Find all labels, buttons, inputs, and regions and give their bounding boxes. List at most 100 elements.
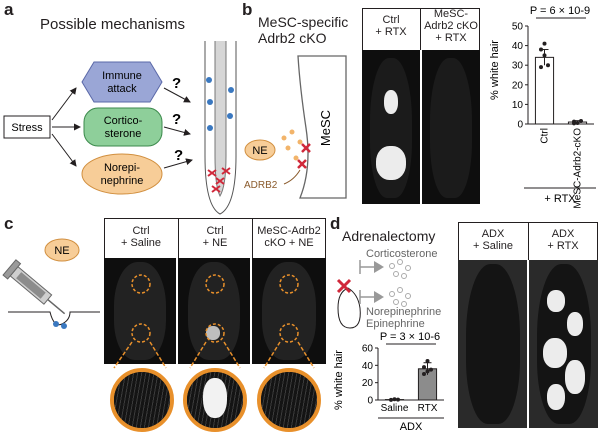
- molecule-cluster: [389, 259, 411, 307]
- label-line: cKO + NE: [264, 237, 314, 249]
- arrow-immune-follicle: [163, 87, 191, 103]
- x-tick-label: Ctrl: [540, 128, 551, 144]
- zoom-circle-cko: [257, 368, 321, 432]
- question-mark-1: ?: [172, 75, 181, 92]
- mesc-dot: [227, 113, 233, 119]
- data-point: [542, 41, 547, 46]
- white-hair-patch: [547, 290, 565, 312]
- y-tick-label: 20: [362, 378, 374, 389]
- data-point: [429, 367, 433, 372]
- zoom-circle-saline: [110, 368, 174, 432]
- ne-molecule: [285, 145, 291, 151]
- data-point: [389, 397, 393, 402]
- photo-ctrl-ne: [178, 258, 250, 364]
- mesc-dot: [207, 99, 213, 105]
- hair-texture: [261, 372, 317, 428]
- depleted-cells-marks: [207, 167, 231, 193]
- label-line: MeSC-: [433, 8, 469, 20]
- receptor-knockout-marks: [297, 143, 311, 169]
- bar: [534, 56, 555, 125]
- x-tick-label: MeSC-Adrb2-cKO: [573, 128, 584, 209]
- data-point: [546, 63, 550, 68]
- chart-b: % white hair P = 6 × 10-9 01020304050Ctr…: [489, 5, 596, 209]
- removal-x-mark: [336, 278, 352, 294]
- photo-adx-saline: [458, 260, 527, 428]
- white-hair-patch: [376, 146, 406, 180]
- y-tick-label: 50: [512, 22, 524, 33]
- chart-b-pvalue: P = 6 × 10-9: [530, 5, 590, 17]
- panel-letter-a: a: [4, 0, 14, 19]
- data-point: [396, 397, 400, 402]
- question-mark-3: ?: [174, 147, 183, 164]
- photo-b-label-divider: [420, 8, 421, 50]
- zoom-circle-ne: [183, 368, 247, 432]
- corticosterone-shape: [83, 107, 163, 147]
- photo-b-label-frame: [362, 8, 480, 50]
- photo-c3-label: MeSC-Adrb2 cKO + NE: [252, 225, 326, 249]
- label-line: Ctrl: [382, 14, 400, 26]
- photo-d2-label: ADX + RTX: [528, 228, 598, 252]
- y-tick-label: 10: [512, 100, 524, 111]
- label-line: Ctrl: [206, 225, 224, 237]
- photo-d1-label: ADX + Saline: [458, 228, 528, 252]
- data-point: [579, 119, 583, 124]
- cort-label-2: sterone: [105, 128, 142, 140]
- norepinephrine-label: Norepinephrine: [366, 306, 442, 318]
- y-tick-label: 40: [512, 41, 524, 52]
- ne-label: NE: [252, 145, 267, 157]
- zoom-line: [263, 341, 281, 369]
- data-point: [575, 121, 580, 126]
- y-tick-label: 60: [362, 344, 374, 355]
- photo-c1-label: Ctrl + Saline: [104, 225, 178, 249]
- zoom-line: [113, 341, 133, 369]
- panel-a-title: Possible mechanisms: [40, 16, 186, 33]
- label-line: + RTX: [435, 32, 467, 44]
- zoom-line: [189, 341, 207, 369]
- norepi-label-2: nephrine: [101, 175, 144, 187]
- ne-molecule: [293, 155, 299, 161]
- stress-box: [3, 115, 51, 139]
- ne-oval: [244, 139, 276, 161]
- panel-b-schematic: MeSC NE ADRB2: [244, 55, 347, 199]
- norepinephrine-shape: [81, 153, 163, 195]
- data-point: [425, 369, 430, 374]
- panel-c-schematic: NE: [2, 238, 100, 329]
- injection-circle: [131, 323, 151, 343]
- chart-b-ylabel: % white hair: [489, 40, 501, 100]
- zoom-line: [149, 341, 167, 369]
- panel-d-schematic: [336, 259, 411, 329]
- white-hair-patch: [203, 378, 227, 418]
- mouse-image: [262, 262, 316, 360]
- chart-b-group-label: + RTX: [544, 193, 576, 205]
- white-hair-patch: [565, 360, 585, 394]
- white-hair-patch: [543, 338, 567, 368]
- syringe-icon: [2, 259, 66, 315]
- mesc-dot: [207, 125, 213, 131]
- immune-attack-shape: [81, 61, 163, 103]
- label-line: Ctrl: [132, 225, 150, 237]
- mesc-dot: [206, 77, 212, 83]
- data-point: [422, 372, 426, 376]
- adrb2-label: ADRB2: [244, 180, 278, 191]
- hair-shaft: [214, 41, 227, 198]
- mesc-cell-outline: [297, 55, 347, 199]
- x-tick-label: Saline: [381, 403, 409, 414]
- chart-d-ylabel: % white hair: [333, 350, 345, 410]
- pathway-arrow: [374, 261, 384, 273]
- adrb2-arrow: [283, 169, 301, 185]
- arrow-stress-norepi: [51, 133, 77, 167]
- corticosterone-label: Corticosterone: [366, 248, 438, 260]
- ne-molecule: [281, 135, 287, 141]
- ne-label: NE: [54, 245, 69, 257]
- ne-oval: [44, 238, 80, 262]
- pathway-arrow: [374, 291, 384, 303]
- mesc-dot: [228, 87, 234, 93]
- photo-b1-label: Ctrl + RTX: [362, 14, 420, 38]
- label-divider: [528, 222, 529, 260]
- white-hair-patch: [567, 312, 583, 336]
- label-line: + NE: [202, 237, 228, 249]
- epinephrine-label: Epinephrine: [366, 318, 425, 330]
